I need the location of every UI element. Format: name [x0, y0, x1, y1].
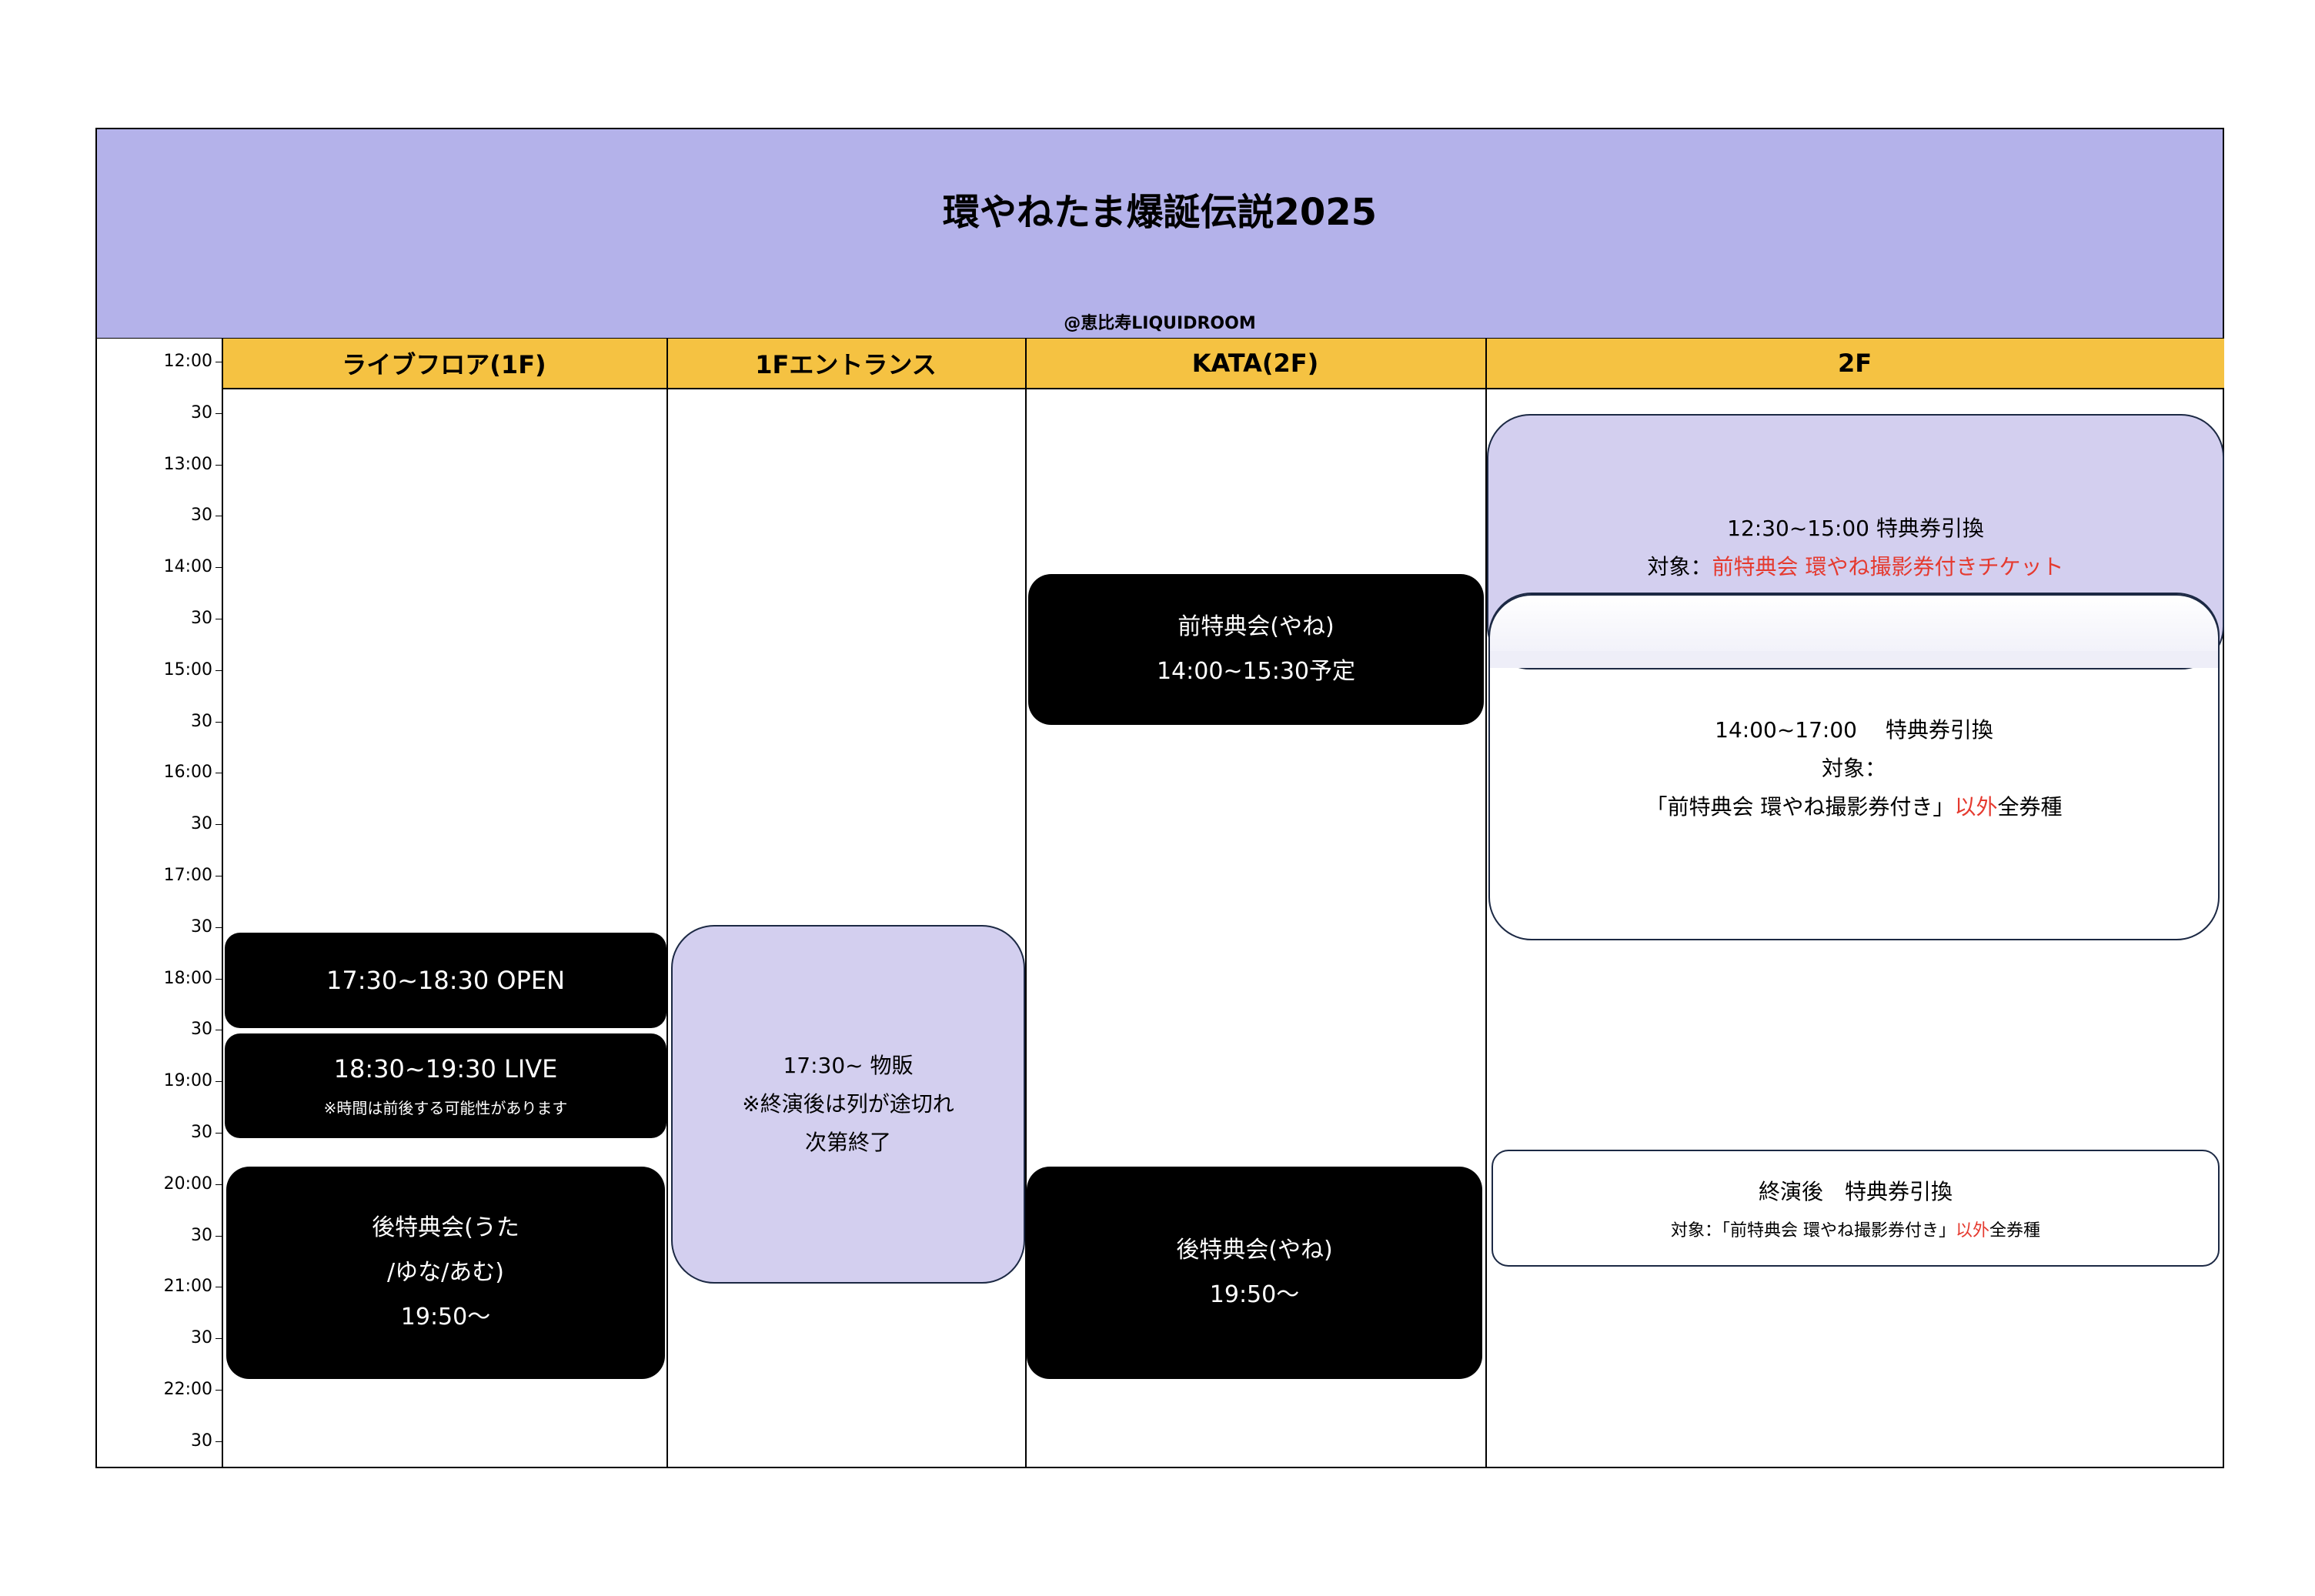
time-tick-label: 30 [191, 1123, 212, 1142]
column-divider [222, 339, 223, 1468]
time-tick-mark [215, 927, 222, 928]
time-tick-mark [215, 824, 222, 826]
after-event-members-2: /ゆな/あむ) [387, 1259, 504, 1286]
time-tick-label: 21:00 [163, 1277, 212, 1297]
time-tick-label: 30 [191, 609, 212, 628]
exchange-2-target-ticket: 「前特典会 環やね撮影券付き」 [1645, 794, 1955, 820]
column-divider [1025, 339, 1027, 1468]
time-tick-mark [215, 1338, 222, 1340]
exchange-1-time: 12:30~15:00 特典券引換 [1727, 516, 1984, 541]
live-label: 18:30~19:30 LIVE [333, 1053, 558, 1083]
merch-note-1: ※終演後は列が途切れ [742, 1091, 954, 1117]
time-tick-mark [215, 412, 222, 414]
exchange-overlap-fill [1490, 651, 2218, 668]
after-event-time: 19:50〜 [400, 1304, 491, 1331]
column-divider [1485, 339, 1487, 1468]
time-tick-label: 30 [191, 917, 212, 937]
time-tick-label: 30 [191, 1328, 212, 1348]
pre-event-time: 14:00~15:30予定 [1156, 658, 1356, 685]
time-tick-label: 30 [191, 506, 212, 526]
time-tick-label: 30 [191, 711, 212, 731]
exchange-2-target: 「前特典会 環やね撮影券付き」以外全券種 [1646, 788, 2063, 826]
time-tick-mark [215, 567, 222, 569]
after-event-members-1: 後特典会(うた [372, 1214, 519, 1241]
time-tick-label: 30 [191, 814, 212, 834]
time-tick-mark [215, 1184, 222, 1185]
column-header-kata: KATA(2F) [1025, 339, 1485, 389]
open-block: 17:30~18:30 OPEN [225, 933, 666, 1028]
time-tick-mark [215, 1235, 222, 1237]
exchange-2-except: 以外 [1954, 794, 1998, 820]
exchange-3-target: 対象：「前特典会 環やね撮影券付き」以外全券種 [1671, 1217, 2040, 1241]
exchange-3-time: 終演後 特典券引換 [1758, 1179, 1953, 1204]
time-tick-mark [215, 1390, 222, 1391]
after-event-title-kata: 後特典会(やね) [1176, 1237, 1333, 1264]
column-header-2f: 2F [1485, 339, 2224, 389]
exchange-block-3: 終演後 特典券引換 対象：「前特典会 環やね撮影券付き」以外全券種 [1492, 1150, 2220, 1267]
time-tick-label: 17:00 [163, 866, 212, 885]
column-divider [666, 339, 668, 1468]
time-tick-mark [215, 464, 222, 466]
time-tick-label: 30 [191, 402, 212, 422]
time-tick-label: 13:00 [163, 454, 212, 474]
after-event-time-kata: 19:50〜 [1209, 1281, 1300, 1308]
pre-event-block: 前特典会(やね) 14:00~15:30予定 [1028, 574, 1484, 725]
time-tick-label: 30 [191, 1225, 212, 1245]
time-tick-label: 20:00 [163, 1174, 212, 1194]
exchange-block-2: 14:00~17:00 特典券引換 対象： 「前特典会 環やね撮影券付き」以外全… [1488, 593, 2220, 940]
live-note: ※時間は前後する可能性があります [323, 1098, 568, 1117]
exchange-3-all-types: 全券種 [1989, 1221, 2041, 1240]
pre-event-title: 前特典会(やね) [1178, 613, 1335, 640]
merch-note-2: 次第終了 [804, 1130, 891, 1155]
exchange-2-time: 14:00~17:00 特典券引換 [1715, 717, 1993, 743]
time-tick-label: 18:00 [163, 968, 212, 988]
exchange-1-target: 対象：前特典会 環やね撮影券付きチケット [1648, 548, 2064, 586]
time-tick-label: 15:00 [163, 659, 212, 679]
time-tick-label: 12:00 [163, 352, 212, 371]
exchange-1-target-label: 対象： [1647, 554, 1712, 579]
time-tick-mark [215, 669, 222, 671]
merch-block: 17:30~ 物販 ※終演後は列が途切れ 次第終了 [671, 925, 1025, 1284]
time-tick-label: 30 [191, 1431, 212, 1451]
after-event-block-kata: 後特典会(やね) 19:50〜 [1027, 1167, 1482, 1379]
live-block: 18:30~19:30 LIVE ※時間は前後する可能性があります [225, 1033, 666, 1138]
header-band [95, 128, 2224, 339]
time-tick-mark [215, 1441, 222, 1442]
exchange-2-target-label: 対象： [1821, 756, 1886, 781]
merch-time: 17:30~ 物販 [783, 1053, 914, 1078]
page-title: 環やねたま爆誕伝説2025 [942, 191, 1378, 234]
open-label: 17:30~18:30 OPEN [326, 966, 566, 995]
time-tick-mark [215, 978, 222, 980]
time-tick-mark [215, 721, 222, 723]
exchange-3-except: 以外 [1955, 1221, 1989, 1240]
time-tick-label: 16:00 [163, 763, 212, 783]
exchange-1-target-ticket: 前特典会 環やね撮影券付きチケット [1712, 554, 2064, 579]
after-event-block-live: 後特典会(うた /ゆな/あむ) 19:50〜 [226, 1167, 665, 1379]
exchange-3-target-ticket: 対象：「前特典会 環やね撮影券付き」 [1670, 1221, 1956, 1240]
time-tick-label: 14:00 [163, 557, 212, 577]
time-tick-label: 22:00 [163, 1380, 212, 1399]
venue-label: @恵比寿LIQUIDROOM [1064, 314, 1256, 333]
time-tick-label: 30 [191, 1020, 212, 1040]
column-header-live-floor: ライブフロア(1F) [222, 339, 666, 389]
column-header-entrance: 1Fエントランス [666, 339, 1025, 389]
exchange-2-all-types: 全券種 [1997, 794, 2063, 820]
time-tick-mark [215, 1133, 222, 1134]
time-tick-mark [215, 1081, 222, 1083]
time-tick-label: 19:00 [163, 1071, 212, 1091]
